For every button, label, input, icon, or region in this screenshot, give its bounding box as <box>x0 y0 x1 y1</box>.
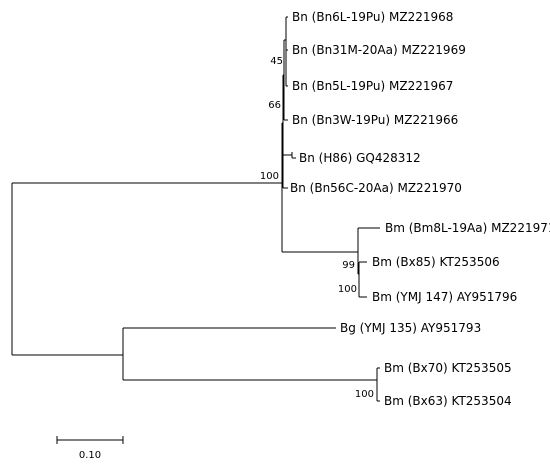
bootstrap-values: 45 66 100 99 100 100 <box>260 56 374 400</box>
taxon-label: Bm (Bx63) KT253504 <box>384 394 512 408</box>
taxon-label: Bn (Bn3W-19Pu) MZ221966 <box>292 113 458 127</box>
taxon-label: Bm (Bm8L-19Aa) MZ221971 <box>385 221 550 235</box>
bootstrap-value: 100 <box>338 284 357 295</box>
scale-bar-label: 0.10 <box>79 450 101 461</box>
bootstrap-value: 45 <box>270 56 283 67</box>
taxon-label: Bn (Bn31M-20Aa) MZ221969 <box>292 43 466 57</box>
bootstrap-value: 66 <box>268 100 281 111</box>
taxon-label: Bm (YMJ 147) AY951796 <box>372 290 517 304</box>
taxon-labels: Bn (Bn6L-19Pu) MZ221968 Bn (Bn31M-20Aa) … <box>290 10 550 408</box>
taxon-label: Bm (Bx85) KT253506 <box>372 255 500 269</box>
taxon-label: Bn (H86) GQ428312 <box>299 151 421 165</box>
bootstrap-value: 100 <box>355 389 374 400</box>
taxon-label: Bm (Bx70) KT253505 <box>384 361 512 375</box>
scale-bar: 0.10 <box>56 436 124 461</box>
bootstrap-value: 100 <box>260 171 279 182</box>
taxon-label: Bg (YMJ 135) AY951793 <box>340 321 481 335</box>
taxon-label: Bn (Bn56C-20Aa) MZ221970 <box>290 181 462 195</box>
taxon-label: Bn (Bn6L-19Pu) MZ221968 <box>292 10 453 24</box>
tree-branches <box>11 16 380 402</box>
taxon-label: Bn (Bn5L-19Pu) MZ221967 <box>292 79 453 93</box>
bootstrap-value: 99 <box>342 260 355 271</box>
